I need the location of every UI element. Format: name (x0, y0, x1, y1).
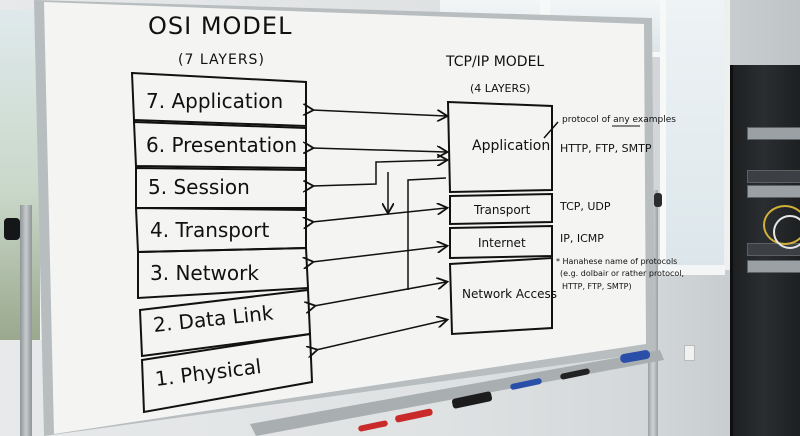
osi-layer-6-label: 6. Presentation (146, 133, 297, 157)
tcpip-box-transport (449, 192, 553, 226)
osi-layer-boxes (130, 71, 314, 414)
tcpip-layer-internet-label: Internet (478, 236, 526, 250)
rack-switch (747, 127, 800, 140)
tcpip-box-network-access (448, 256, 553, 336)
osi-box-application (130, 71, 307, 128)
red-marker (395, 408, 433, 423)
black-marker (560, 368, 590, 380)
arrow-application-to-application (312, 110, 446, 116)
server-rack (730, 65, 800, 436)
arrow-presentation-to-application (312, 148, 446, 152)
osi-subtitle: (7 LAYERS) (178, 52, 265, 68)
arrow-session-to-application (312, 160, 446, 186)
left-stand-leg (20, 205, 32, 436)
tcpip-title: TCP/IP MODEL (445, 54, 544, 70)
right-window (660, 0, 730, 270)
osi-layer-3-label: 3. Network (150, 261, 259, 285)
tcpip-box-internet (449, 224, 553, 260)
eraser-block (451, 391, 493, 409)
blue-marker (510, 378, 542, 390)
marker-tray (250, 350, 664, 436)
osi-box-physical (140, 332, 314, 414)
osi-title: OSI MODEL (148, 12, 292, 40)
protocol-examples-note: protocol of any examples (562, 115, 676, 125)
network-access-note-line-1: * Hanahese name of protocols (556, 257, 677, 266)
network-access-note-line-2: (e.g. dolbair or rather protocol, (560, 269, 684, 278)
osi-layer-7-label: 7. Application (146, 89, 283, 113)
right-stand-knob (654, 193, 662, 207)
internet-protocols: IP, ICMP (560, 232, 604, 245)
rack-cable (773, 215, 800, 249)
osi-layer-4-label: 4. Transport (150, 218, 269, 242)
left-stand-knob (4, 218, 20, 240)
mapping-arrows (312, 110, 446, 350)
red-marker (358, 420, 388, 432)
tcpip-box-application (446, 100, 553, 194)
arrow-network-to-internet (312, 246, 446, 262)
tcpip-layer-network-access-label: Network Access (462, 287, 557, 301)
network-access-note-line-3: HTTP, FTP, SMTP) (562, 282, 632, 291)
note-pointer-arrow (543, 121, 559, 139)
rack-switch (747, 185, 800, 198)
blue-eraser (620, 350, 651, 363)
osi-layer-5-label: 5. Session (148, 175, 250, 199)
tcpip-layer-transport-label: Transport (473, 203, 531, 217)
arrow-data-link-to-network-access (314, 282, 446, 306)
arrow-transport-to-transport (312, 208, 446, 222)
arrow-physical-to-network-access (316, 320, 446, 350)
window-sill (655, 265, 725, 275)
tcpip-layer-boxes (446, 100, 553, 336)
bracket-connector (407, 177, 447, 290)
rack-patch-panel (747, 170, 800, 183)
transport-protocols: TCP, UDP (559, 200, 611, 213)
rack-switch (747, 260, 800, 273)
tcpip-layer-application-label: Application (472, 138, 550, 154)
application-protocols: HTTP, FTP, SMTP (560, 142, 652, 155)
tcpip-subtitle: (4 LAYERS) (470, 82, 530, 95)
wall-outlet (684, 345, 695, 361)
